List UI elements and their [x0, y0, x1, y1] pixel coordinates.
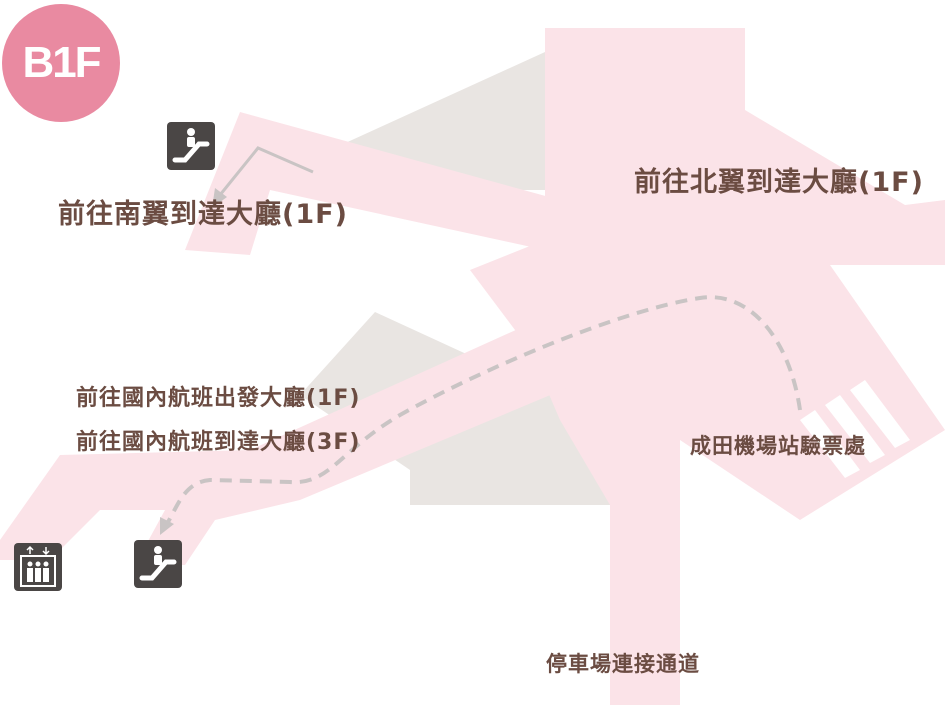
- route-dashed-path: [166, 295, 802, 524]
- corridor-main: [470, 28, 945, 705]
- floor-badge: B1F: [2, 4, 120, 122]
- route-escalator-arrow: [218, 146, 314, 196]
- arrow-head: [160, 517, 174, 535]
- escalator-icon: [134, 540, 182, 588]
- elevator-icon: [14, 543, 62, 591]
- escalator-icon: [167, 122, 215, 170]
- label-ticket-gate: 成田機場站驗票處: [690, 434, 866, 458]
- label-south-wing-arrival: 前往南翼到達大廳(1F): [58, 199, 348, 230]
- corridor-south-wing: [185, 112, 560, 255]
- label-domestic-departure: 前往國內航班出發大廳(1F): [76, 386, 361, 411]
- label-north-wing-arrival: 前往北翼到達大廳(1F): [634, 167, 924, 198]
- corridor-domestic: [0, 310, 610, 565]
- ticket-gates: [800, 380, 910, 478]
- label-parking-passage: 停車場連接通道: [546, 652, 700, 676]
- label-domestic-arrival: 前往國內航班到達大廳(3F): [76, 430, 361, 455]
- arrow-head: [212, 188, 227, 208]
